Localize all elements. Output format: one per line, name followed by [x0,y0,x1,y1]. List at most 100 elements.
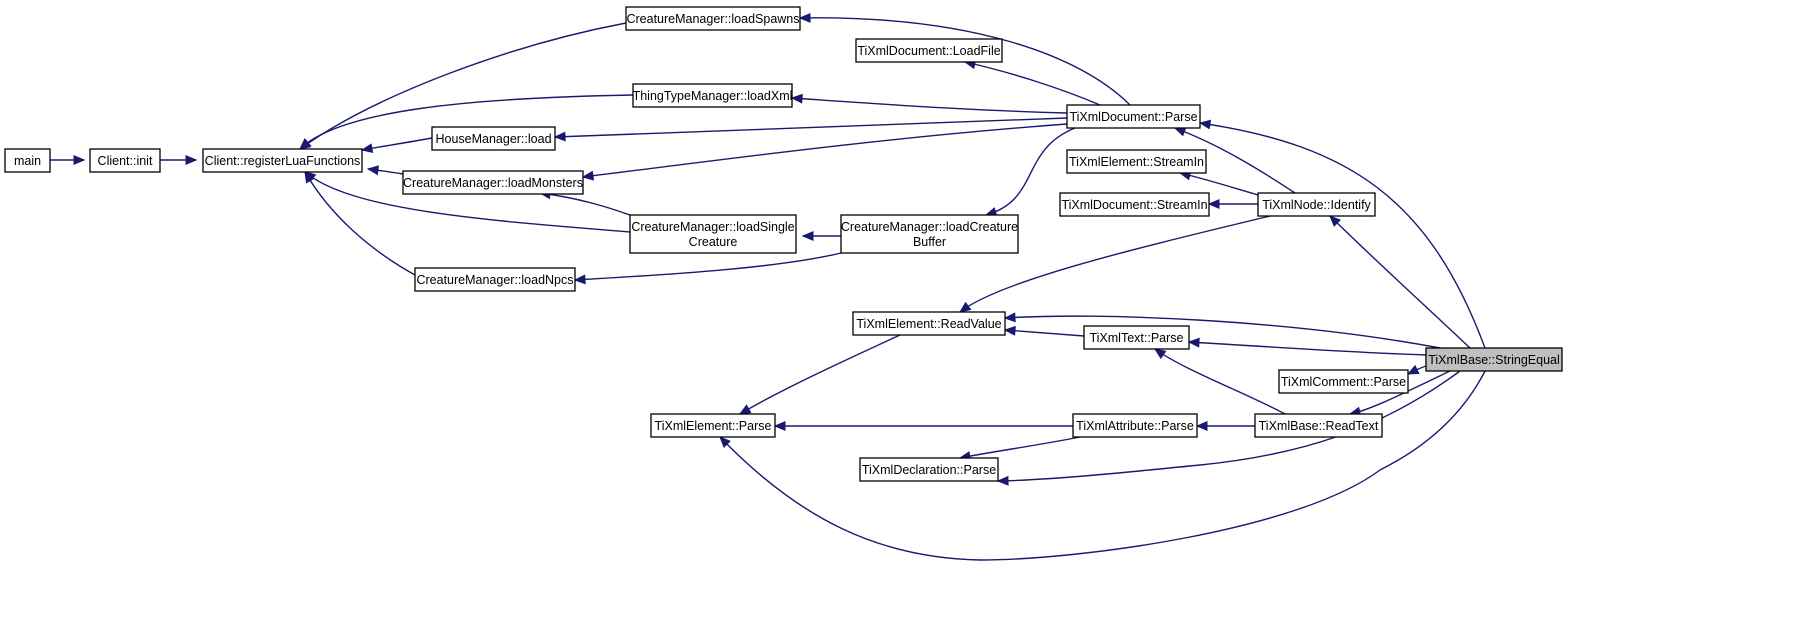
node-doc-streamin[interactable]: TiXmlDocument::StreamIn [1059,192,1210,217]
edge-doc_parse-to-load_monsters [581,123,1068,181]
arrowhead [1329,215,1341,227]
node-label: CreatureManager::loadSingle [631,220,794,234]
node-box [852,311,1006,336]
edge-line [997,370,1461,482]
arrowhead [719,436,731,448]
edge-line [799,17,1131,106]
edge-attr_parse-to-decl_parse [958,436,1081,461]
node-doc-parse[interactable]: TiXmlDocument::Parse [1066,104,1201,129]
node-box [1257,192,1376,217]
node-node-identify[interactable]: TiXmlNode::Identify [1257,192,1376,217]
node-attr-parse[interactable]: TiXmlAttribute::Parse [1072,413,1198,438]
node-box [1083,325,1190,350]
edge-line [1174,127,1296,194]
node-load-monsters[interactable]: CreatureManager::loadMonsters [402,170,584,195]
arrowhead [1003,312,1016,323]
node-label: ThingTypeManager::loadXml [633,89,793,103]
arrowhead [553,131,566,142]
node-label: TiXmlBase::ReadText [1259,419,1379,433]
arrowhead [1207,199,1220,209]
edge-string_equal-to-node_identify [1329,215,1471,349]
arrowhead [958,301,972,313]
edge-text_parse-to-elem_readvalue [1003,325,1085,337]
edge-line [299,94,634,150]
node-decl-parse[interactable]: TiXmlDeclaration::Parse [859,457,999,482]
edge-string_equal-to-comment_parse [1406,364,1427,375]
edge-doc_parse-to-load_buffer [984,127,1076,217]
node-box [431,126,556,151]
node-label: TiXmlElement::Parse [655,419,772,433]
node-register[interactable]: Client::registerLuaFunctions [202,148,363,173]
node-box [1059,192,1210,217]
node-label: TiXmlText::Parse [1089,331,1183,345]
node-label: CreatureManager::loadMonsters [403,176,583,190]
edge-line [1188,341,1427,356]
arrowhead [798,12,811,23]
node-box [202,148,363,173]
node-box [855,38,1003,63]
node-label: CreatureManager::loadCreature [841,220,1018,234]
node-box [1066,149,1207,174]
node-comment-parse[interactable]: TiXmlComment::Parse [1278,369,1409,394]
node-elem-readvalue[interactable]: TiXmlElement::ReadValue [852,311,1006,336]
node-label: Creature [689,235,738,249]
arrowhead [1187,337,1200,348]
edge-line [1004,329,1085,337]
edge-string_equal-to-decl_parse [996,370,1461,486]
node-label: TiXmlBase::StringEqual [1428,353,1560,367]
node-load-spawns[interactable]: CreatureManager::loadSpawns [625,6,801,31]
edge-doc_parse-to-load_spawns [798,12,1131,106]
arrowhead [1198,119,1212,130]
edge-doc_parse-to-load_xml [790,93,1068,114]
arrowhead [1153,348,1167,360]
arrowhead [366,165,379,176]
node-load-npcs[interactable]: CreatureManager::loadNpcs [414,267,576,292]
arrowhead [73,155,86,165]
node-main[interactable]: main [4,148,51,173]
node-box [1066,104,1201,129]
node-box [1254,413,1383,438]
edge-line [1199,122,1486,349]
edge-line [959,436,1081,459]
node-load-xml[interactable]: ThingTypeManager::loadXml [632,83,793,108]
arrowhead [1406,364,1420,375]
node-label: TiXmlAttribute::Parse [1076,419,1194,433]
node-label: main [14,154,41,168]
node-label: TiXmlDeclaration::Parse [862,463,996,477]
arrowhead [1173,127,1187,137]
edge-line [361,137,433,151]
edge-string_equal-to-text_parse [1187,337,1427,356]
node-label: TiXmlElement::StreamIn [1069,155,1204,169]
node-box [629,214,797,254]
arrowhead [581,170,594,181]
edge-line [1154,348,1286,415]
edge-line [1329,215,1471,349]
node-house-load[interactable]: HouseManager::load [431,126,556,151]
edge-line [304,171,416,276]
node-box [632,83,793,108]
node-label: TiXmlElement::ReadValue [856,317,1001,331]
arrowhead [790,93,803,104]
edge-line [539,192,631,216]
edge-line [582,123,1068,178]
node-text-parse[interactable]: TiXmlText::Parse [1083,325,1190,350]
node-doc-loadfile[interactable]: TiXmlDocument::LoadFile [855,38,1003,63]
node-elem-parse[interactable]: TiXmlElement::Parse [650,413,776,438]
arrowhead [996,475,1009,486]
edge-line [554,117,1068,138]
node-label: Buffer [913,235,946,249]
edge-load_buffer-to-load_npcs [573,252,842,285]
edge-base_readtext-to-text_parse [1153,348,1286,415]
node-base-readtext[interactable]: TiXmlBase::ReadText [1254,413,1383,438]
edge-line [719,370,1486,561]
node-box [1425,347,1563,372]
node-elem-streamin[interactable]: TiXmlElement::StreamIn [1066,149,1207,174]
node-box [859,457,999,482]
edge-node_identify-to-doc_streamin [1207,199,1258,209]
call-nodes: main Client::init Client::registerLuaFunct… [4,6,1563,482]
node-client-init[interactable]: Client::init [89,148,161,173]
node-box [4,148,51,173]
